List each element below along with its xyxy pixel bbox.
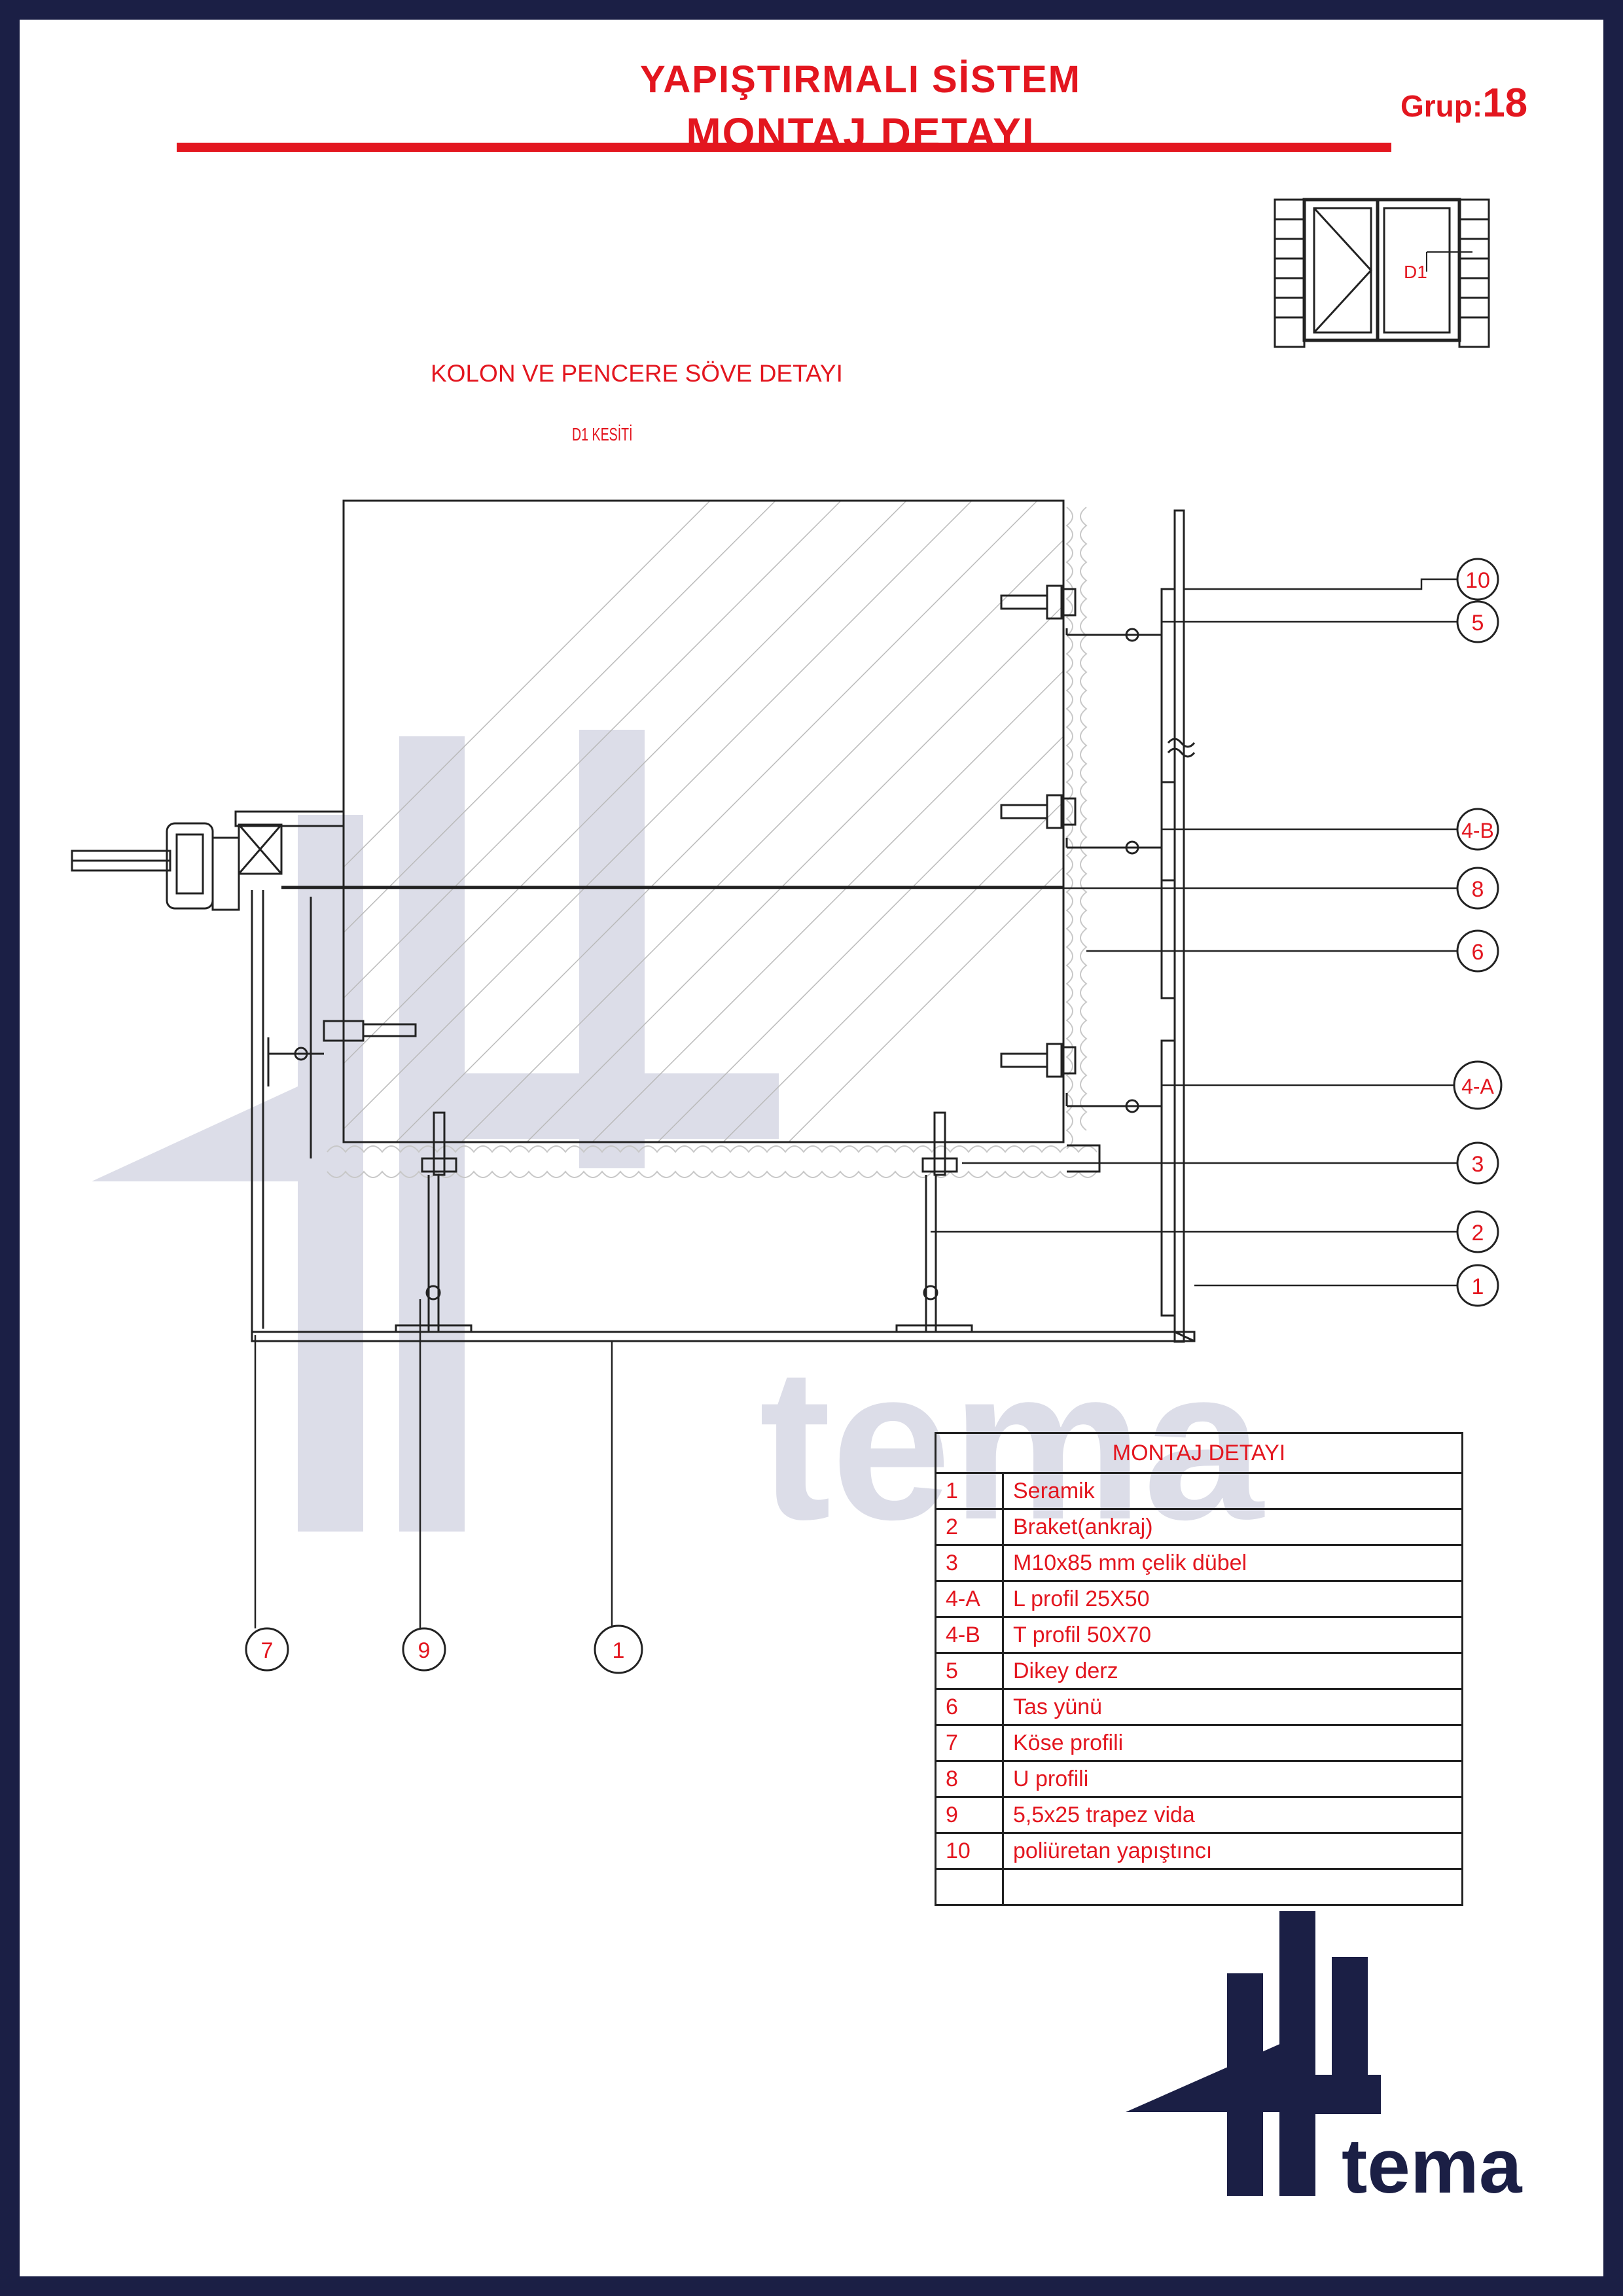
svg-text:1: 1 [1472,1274,1484,1299]
svg-text:5: 5 [1472,611,1484,636]
legend-text: L profil 25X50 [1002,1580,1463,1618]
column-section [342,499,1065,1143]
svg-text:1: 1 [613,1638,625,1663]
drawing-canvas: tema [71,198,1523,2210]
callout-4a: 4-A [1453,1060,1503,1110]
svg-text:7: 7 [261,1638,274,1663]
legend-title: MONTAJ DETAYI [935,1432,1463,1474]
legend-text: Seramik [1002,1472,1463,1510]
callout-8: 8 [1456,867,1499,910]
callout-4b: 4-B [1456,808,1499,851]
legend-text: Köse profili [1002,1724,1463,1762]
svg-text:6: 6 [1472,940,1484,965]
legend-text: Braket(ankraj) [1002,1508,1463,1546]
drawing-sheet: tema [20,20,1603,2276]
legend-text: U profili [1002,1760,1463,1798]
legend-header-row: MONTAJ DETAYI [935,1432,1463,1474]
logo-text: tema [1342,2123,1523,2210]
callout-9: 9 [402,1627,446,1672]
anchor-brackets-bottom [395,1111,973,1333]
key-plan [1274,198,1490,348]
svg-text:9: 9 [418,1638,431,1663]
section-title: KOLON VE PENCERE SÖVE DETAYI [431,360,843,387]
legend-number: 1 [935,1472,1004,1510]
legend-number: 7 [935,1724,1004,1762]
legend-number: 5 [935,1652,1004,1690]
key-plan-label: D1 [1404,262,1427,282]
anchor-brackets-right [1000,584,1162,1173]
legend-number: 4-B [935,1616,1004,1654]
legend-text: Dikey derz [1002,1652,1463,1690]
legend-text: T profil 50X70 [1002,1616,1463,1654]
legend-number: 2 [935,1508,1004,1546]
legend-row [935,1868,1463,1906]
callout-3: 3 [1456,1141,1499,1185]
legend-text: poliüretan yapıştıncı [1002,1832,1463,1870]
svg-text:10: 10 [1465,568,1490,593]
legend-number: 3 [935,1544,1004,1582]
title-underline [177,143,1391,152]
svg-text:4-A: 4-A [1461,1075,1494,1098]
callout-1-bottom: 1 [594,1624,643,1674]
title-line-1: YAPIŞTIRMALI SİSTEM [640,58,1081,101]
callout-2: 2 [1456,1210,1499,1253]
svg-text:4-B: 4-B [1461,819,1494,842]
svg-text:8: 8 [1472,877,1484,902]
callout-1-right: 1 [1456,1264,1499,1307]
group-number: 18 [1482,81,1528,126]
tema-logo: tema [1126,1911,1523,2210]
legend-number [935,1868,1004,1906]
ceramic-cladding [251,509,1196,1343]
legend-number: 4-A [935,1580,1004,1618]
callout-7: 7 [245,1627,289,1672]
legend-text: M10x85 mm çelik dübel [1002,1544,1463,1582]
callout-6: 6 [1456,929,1499,973]
section-subtitle: D1 KESİTİ [572,424,633,444]
legend-text: Tas yünü [1002,1688,1463,1726]
callout-10: 10 [1456,558,1499,601]
legend-text: 5,5x25 trapez vida [1002,1796,1463,1834]
legend-text [1002,1868,1463,1906]
svg-text:2: 2 [1472,1221,1484,1246]
legend-number: 8 [935,1760,1004,1798]
leader-lines [254,578,1457,1628]
legend-number: 10 [935,1832,1004,1870]
svg-text:3: 3 [1472,1152,1484,1177]
group-label-text: Grup: [1400,89,1483,123]
legend-number: 9 [935,1796,1004,1834]
legend-number: 6 [935,1688,1004,1726]
window-frame-section [71,810,1063,1335]
group-label: Grup:18 [1400,80,1527,126]
callout-5: 5 [1456,600,1499,643]
